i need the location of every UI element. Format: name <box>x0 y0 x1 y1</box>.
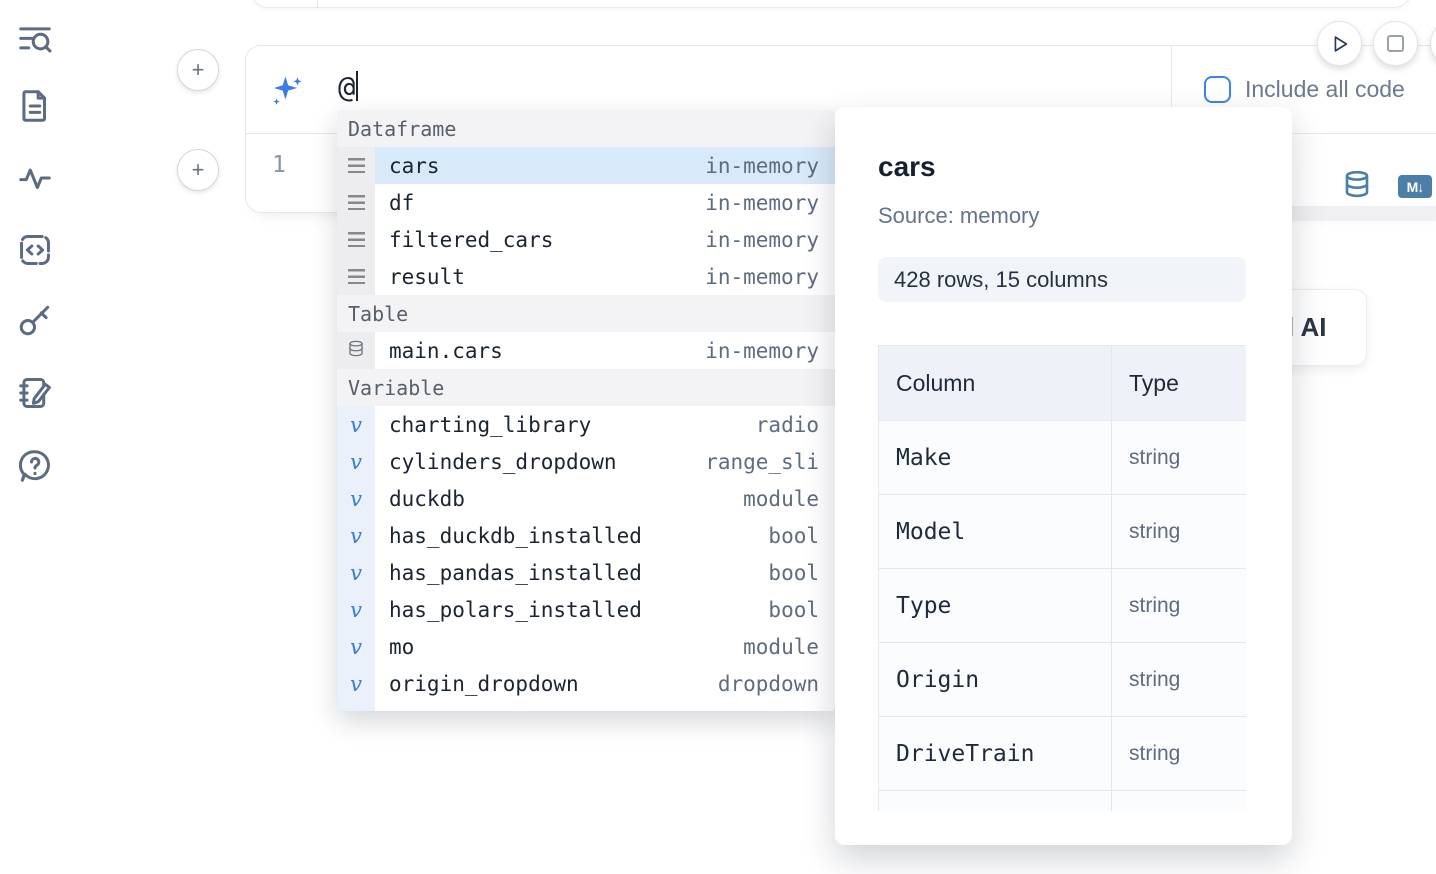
column-name-cell: DriveTrain <box>879 717 1112 791</box>
column-type-cell: string <box>1112 717 1246 791</box>
shape-badge: 428 rows, 15 columns <box>878 257 1246 302</box>
markdown-icon[interactable]: M↓ <box>1398 175 1432 198</box>
run-cell-button[interactable] <box>1317 21 1362 66</box>
completion-item-has-duckdb-installed[interactable]: v has_duckdb_installedbool <box>337 517 835 554</box>
column-type-cell: string <box>1112 421 1246 495</box>
schema-header-column: Column <box>879 346 1112 421</box>
section-header-table: Table <box>337 295 835 332</box>
play-icon <box>1329 33 1351 55</box>
completion-item-mo[interactable]: v momodule <box>337 628 835 665</box>
dataframe-preview-panel: cars Source: memory 428 rows, 15 columns… <box>835 107 1292 845</box>
completion-item-main-cars[interactable]: main.carsin-memory <box>337 332 835 369</box>
search-list-icon[interactable] <box>16 21 54 59</box>
completion-item-pd[interactable]: v pdmodule <box>337 702 835 711</box>
column-name-cell: Make <box>879 421 1112 495</box>
notebook-edit-icon[interactable] <box>16 374 54 412</box>
variable-v-icon: v <box>350 450 362 474</box>
add-cell-below-button[interactable]: + <box>177 149 219 191</box>
completion-item-filtered-cars[interactable]: filtered_carsin-memory <box>337 221 835 258</box>
section-header-dataframe: Dataframe <box>337 110 835 147</box>
code-block-icon[interactable] <box>16 231 54 269</box>
variable-v-icon: v <box>350 487 362 511</box>
document-icon[interactable] <box>16 87 54 125</box>
dataframe-rows-icon <box>348 195 365 210</box>
line-number: 1 <box>272 152 286 178</box>
activity-icon[interactable] <box>16 159 54 197</box>
dataframe-rows-icon <box>348 269 365 284</box>
schema-table: Column Type Make string Model string Typ… <box>878 345 1246 811</box>
previous-cell-divider <box>317 0 318 8</box>
column-type-cell-clipped <box>1112 791 1246 811</box>
ai-sparkle-icon <box>268 72 306 110</box>
variable-v-icon: v <box>350 709 362 712</box>
stop-cell-button[interactable] <box>1373 21 1418 66</box>
completion-item-charting-library[interactable]: v charting_libraryradio <box>337 406 835 443</box>
database-icon[interactable] <box>1342 168 1372 205</box>
column-name-cell-clipped <box>879 791 1112 811</box>
column-type-cell: string <box>1112 643 1246 717</box>
include-all-code-label: Include all code <box>1245 76 1405 103</box>
cell-bottom-strip <box>1292 206 1436 221</box>
completion-item-origin-dropdown[interactable]: v origin_dropdowndropdown <box>337 665 835 702</box>
variable-v-icon: v <box>350 561 362 585</box>
completion-item-has-pandas-installed[interactable]: v has_pandas_installedbool <box>337 554 835 591</box>
preview-title: cars <box>878 151 936 183</box>
variable-v-icon: v <box>350 672 362 696</box>
text-cursor <box>356 71 358 101</box>
include-all-code-checkbox[interactable] <box>1204 76 1231 103</box>
column-name-cell: Model <box>879 495 1112 569</box>
variable-v-icon: v <box>350 598 362 622</box>
completion-item-cars[interactable]: carsin-memory <box>337 147 835 184</box>
preview-source: Source: memory <box>878 203 1039 229</box>
column-type-cell: string <box>1112 569 1246 643</box>
prompt-value: @ <box>338 70 358 104</box>
variable-v-icon: v <box>350 635 362 659</box>
column-name-cell: Origin <box>879 643 1112 717</box>
column-type-cell: string <box>1112 495 1246 569</box>
add-cell-above-button[interactable]: + <box>177 49 219 91</box>
variable-v-icon: v <box>350 413 362 437</box>
variable-v-icon: v <box>350 524 362 548</box>
section-header-variable: Variable <box>337 369 835 406</box>
schema-header-type: Type <box>1112 346 1246 421</box>
completion-item-cylinders-dropdown[interactable]: v cylinders_dropdownrange_sli <box>337 443 835 480</box>
database-icon <box>347 339 365 362</box>
dataframe-rows-icon <box>348 158 365 173</box>
completion-item-has-polars-installed[interactable]: v has_polars_installedbool <box>337 591 835 628</box>
completion-dropdown: Dataframe carsin-memory dfin-memory filt… <box>337 110 835 711</box>
previous-cell-edge <box>250 0 1412 8</box>
key-icon[interactable] <box>16 301 54 339</box>
completion-item-result[interactable]: resultin-memory <box>337 258 835 295</box>
help-chat-icon[interactable] <box>16 447 54 485</box>
column-name-cell: Type <box>879 569 1112 643</box>
stop-icon <box>1387 35 1404 52</box>
completion-item-df[interactable]: dfin-memory <box>337 184 835 221</box>
dataframe-rows-icon <box>348 232 365 247</box>
completion-item-duckdb[interactable]: v duckdbmodule <box>337 480 835 517</box>
